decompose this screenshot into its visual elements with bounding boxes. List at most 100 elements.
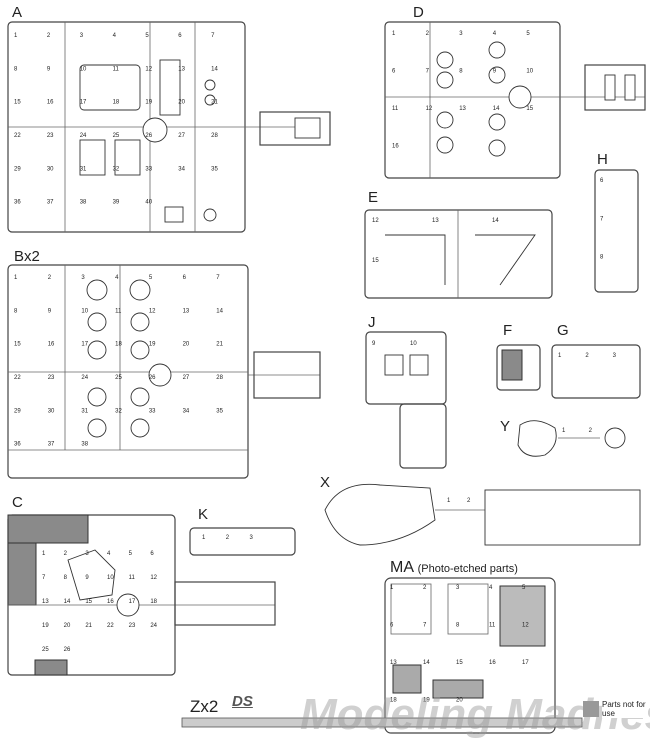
part-number: 5 bbox=[522, 585, 526, 591]
sprue-d-label: D bbox=[413, 4, 424, 21]
part-number: 37 bbox=[48, 442, 55, 448]
part-number: 3 bbox=[80, 33, 84, 39]
part-number: 33 bbox=[149, 408, 156, 414]
part-number: 29 bbox=[14, 408, 21, 414]
part-number: 11 bbox=[115, 308, 122, 314]
part-number: 11 bbox=[129, 575, 136, 581]
part-number: 6 bbox=[178, 33, 182, 39]
part-number: 25 bbox=[42, 647, 49, 653]
part-number: 31 bbox=[80, 166, 87, 172]
part-number: 8 bbox=[600, 255, 604, 261]
part-number: 15 bbox=[14, 100, 21, 106]
part-number: 13 bbox=[432, 218, 439, 224]
part-number: 1 bbox=[447, 498, 451, 504]
part-number: 10 bbox=[80, 66, 87, 72]
part-number: 13 bbox=[183, 308, 190, 314]
part-number: 6 bbox=[183, 275, 187, 281]
part-number: 1 bbox=[558, 353, 562, 359]
part-number: 1 bbox=[562, 428, 566, 434]
part-number: 13 bbox=[42, 599, 49, 605]
part-number: 4 bbox=[489, 585, 493, 591]
part-number: 20 bbox=[178, 100, 185, 106]
part-number: 19 bbox=[149, 342, 156, 348]
part-number: 8 bbox=[64, 575, 68, 581]
sprue-j bbox=[365, 331, 447, 469]
part-number: 12 bbox=[372, 218, 379, 224]
legend-text: Parts not for use bbox=[602, 700, 648, 718]
part-number: 14 bbox=[493, 106, 500, 112]
part-number: 2 bbox=[589, 428, 593, 434]
part-number: 3 bbox=[81, 275, 85, 281]
part-number: 2 bbox=[48, 275, 52, 281]
part-number: 16 bbox=[392, 144, 399, 150]
sprue-b-label: Bx2 bbox=[14, 248, 40, 265]
part-number: 22 bbox=[14, 133, 21, 139]
part-number: 23 bbox=[48, 375, 55, 381]
part-number: 14 bbox=[423, 660, 430, 666]
part-number: 14 bbox=[492, 218, 499, 224]
part-number: 34 bbox=[183, 408, 190, 414]
part-number: 3 bbox=[456, 585, 460, 591]
part-number: 24 bbox=[150, 623, 157, 629]
sprue-x bbox=[324, 483, 641, 546]
part-number: 29 bbox=[14, 166, 21, 172]
part-number: 13 bbox=[178, 66, 185, 72]
sprue-c bbox=[7, 514, 276, 676]
part-number: 13 bbox=[459, 106, 466, 112]
part-number: 35 bbox=[216, 408, 223, 414]
part-number: 5 bbox=[526, 31, 530, 37]
part-number: 6 bbox=[150, 551, 154, 557]
part-number: 9 bbox=[48, 308, 52, 314]
sprue-y-label: Y bbox=[500, 418, 511, 435]
part-number: 10 bbox=[526, 69, 533, 75]
part-number: 32 bbox=[115, 408, 122, 414]
part-number: 15 bbox=[526, 106, 533, 112]
part-number: 5 bbox=[129, 551, 133, 557]
ma-sublabel: (Photo-etched parts) bbox=[417, 563, 518, 575]
part-number: 8 bbox=[14, 66, 18, 72]
part-number: 36 bbox=[14, 442, 21, 448]
part-number: 12 bbox=[149, 308, 156, 314]
sprue-x-label: X bbox=[320, 474, 331, 491]
part-number: 38 bbox=[80, 200, 87, 206]
part-number: 20 bbox=[64, 623, 71, 629]
part-number: 1 bbox=[14, 33, 18, 39]
part-number: 5 bbox=[149, 275, 153, 281]
part-number: 19 bbox=[423, 698, 430, 704]
part-number: 19 bbox=[145, 100, 152, 106]
part-number: 38 bbox=[81, 442, 88, 448]
part-number: 12 bbox=[150, 575, 157, 581]
part-number: 36 bbox=[14, 200, 21, 206]
part-number: 15 bbox=[372, 258, 379, 264]
part-number: 18 bbox=[115, 342, 122, 348]
sprue-g bbox=[551, 344, 641, 399]
part-number: 14 bbox=[64, 599, 71, 605]
part-number: 27 bbox=[178, 133, 185, 139]
part-number: 4 bbox=[107, 551, 111, 557]
ds-logo: DS bbox=[232, 693, 253, 710]
part-number: 3 bbox=[613, 353, 617, 359]
part-number: 8 bbox=[456, 623, 460, 629]
sprue-f-label: F bbox=[503, 322, 513, 339]
part-number: 4 bbox=[493, 31, 497, 37]
sprue-b bbox=[7, 264, 321, 479]
part-number: 20 bbox=[183, 342, 190, 348]
part-number: 3 bbox=[459, 31, 463, 37]
part-number: 3 bbox=[250, 535, 254, 541]
part-number: 1 bbox=[390, 585, 394, 591]
part-number: 18 bbox=[150, 599, 157, 605]
part-number: 17 bbox=[80, 100, 87, 106]
part-number: 4 bbox=[115, 275, 119, 281]
part-number: 22 bbox=[14, 375, 21, 381]
sprue-c-label: C bbox=[12, 494, 23, 511]
sprue-d bbox=[384, 21, 646, 179]
sprue-f-part bbox=[501, 349, 523, 381]
part-number: 39 bbox=[113, 200, 120, 206]
part-number: 9 bbox=[47, 66, 51, 72]
part-number: 7 bbox=[216, 275, 220, 281]
part-number: 30 bbox=[47, 166, 54, 172]
part-number: 12 bbox=[522, 623, 529, 629]
part-number: 18 bbox=[113, 100, 120, 106]
sprue-a-label: A bbox=[12, 4, 23, 21]
